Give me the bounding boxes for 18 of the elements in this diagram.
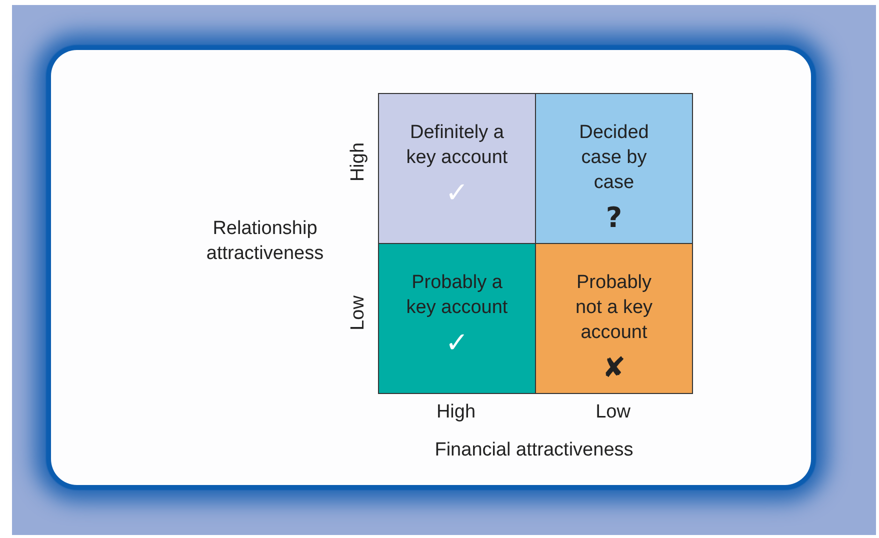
axis-label: High (346, 142, 370, 182)
status-mark: ? (606, 203, 622, 233)
quadrant-cell (535, 93, 693, 244)
axis-label: High (436, 400, 476, 424)
axis-title: Relationship attractiveness (205, 217, 325, 266)
quadrant-cell (378, 93, 536, 244)
status-mark: ✓ (445, 178, 469, 208)
quadrant-cell (535, 243, 693, 394)
status-mark: ✘ (602, 353, 626, 383)
quadrant-text: Definitely a key account (406, 121, 508, 170)
quadrant-text: Probably not a key account (574, 271, 654, 345)
axis-label: Low (346, 296, 370, 330)
quadrant-text: Probably a key account (406, 271, 508, 320)
quadrant-cell (378, 243, 536, 394)
axis-title: Financial attractiveness (434, 438, 634, 462)
quadrant-text: Decided case by case (578, 121, 650, 195)
status-mark: ✓ (445, 328, 469, 358)
axis-label: Low (596, 400, 630, 424)
